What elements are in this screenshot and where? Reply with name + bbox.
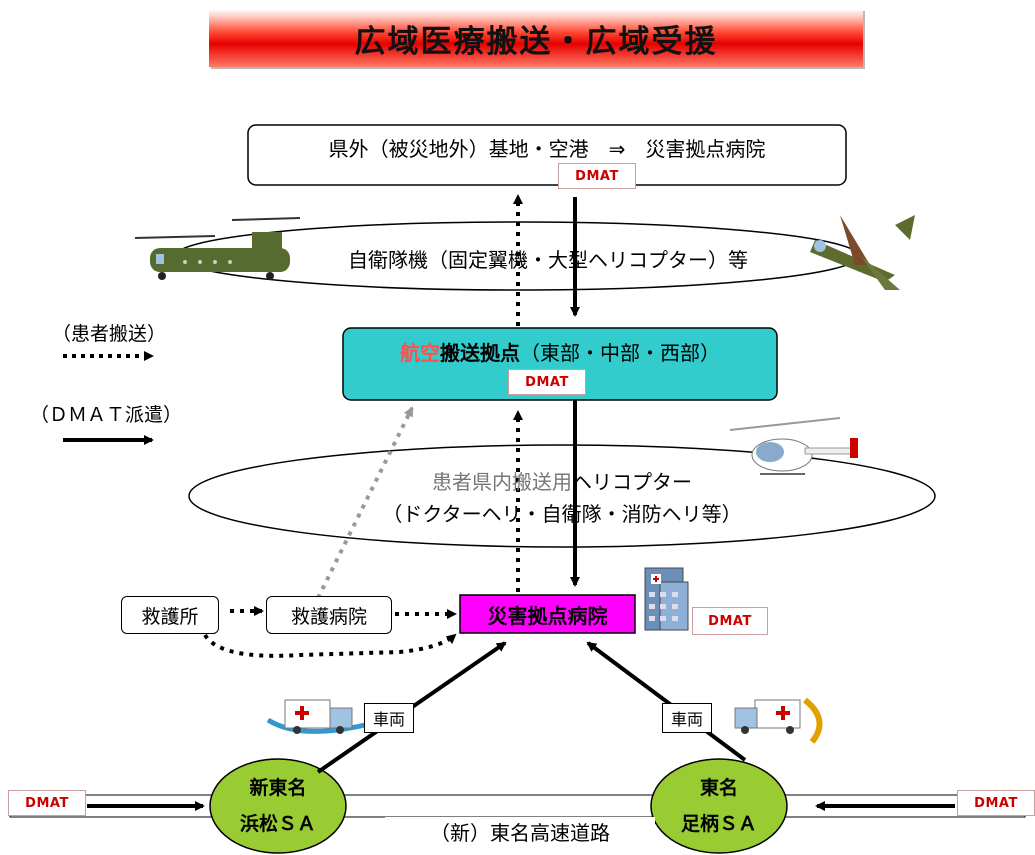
sa-right-label: 東名 足柄ＳＡ — [651, 770, 787, 842]
sa-right-line1: 東名 — [699, 777, 738, 799]
vehicle-box-right: 車両 — [662, 703, 712, 733]
sa-right-ellipse — [650, 758, 788, 854]
medical-helicopter-icon — [729, 417, 858, 475]
sa-right-line2: 足柄ＳＡ — [680, 813, 757, 835]
legend-patient-label: （患者搬送） — [52, 323, 167, 345]
vehicle-arrow-right — [586, 641, 747, 762]
military-jet-icon — [810, 215, 915, 290]
ambulance-left-icon — [266, 699, 366, 734]
rescue-hospital-box: 救護病院 — [266, 596, 392, 634]
first-aid-box: 救護所 — [121, 596, 219, 634]
destination-label: 県外（被災地外）基地・空港 ⇒ 災害拠点病院 — [328, 137, 766, 161]
highway-label: （新）東名高速道路 — [385, 817, 655, 846]
heli-label-line1: 患者県内搬送用ヘリコプター — [380, 466, 744, 495]
sa-left-line1: 新東名 — [249, 777, 307, 799]
title-banner: 広域医療搬送・広域受援 — [209, 9, 863, 67]
sa-left-line2: 浜松ＳＡ — [239, 813, 316, 835]
vehicle-box-left: 車両 — [364, 703, 414, 733]
page-title: 広域医療搬送・広域受援 — [354, 23, 718, 60]
hub-label: 航空搬送拠点（東部・中部・西部） — [343, 337, 777, 366]
dmat-badge-hub: DMAT — [508, 369, 586, 395]
patient-arrow-curve — [203, 633, 457, 658]
heli-label-gray: 患者県内搬送用 — [432, 470, 572, 494]
heli-label-line2: （ドクターヘリ・自衛隊・消防ヘリ等） — [382, 502, 742, 526]
legend-dmat-label: （ＤＭＡＴ派遣） — [30, 404, 183, 426]
hub-box — [342, 327, 778, 401]
dmat-badge-highway-right: DMAT — [957, 790, 1035, 816]
hub-label-prefix: 航空 — [400, 341, 440, 365]
destination-box — [247, 124, 847, 186]
sa-left-ellipse — [209, 758, 347, 854]
ambulance-right-icon — [734, 697, 823, 744]
heli-label-black: ヘリコプター — [572, 470, 692, 494]
disaster-hospital-label: 災害拠点病院 — [487, 603, 608, 628]
hub-label-suffix: （東部・中部・西部） — [520, 341, 720, 365]
tandem-helicopter-icon — [134, 217, 301, 280]
hub-label-main: 搬送拠点 — [440, 341, 520, 365]
aircraft-label: 自衛隊機（固定翼機・大型ヘリコプター）等 — [348, 248, 748, 272]
dmat-badge-top: DMAT — [558, 163, 636, 189]
dmat-badge-highway-left: DMAT — [8, 790, 86, 816]
dmat-badge-hospital: DMAT — [692, 607, 768, 635]
disaster-hospital-box — [459, 594, 636, 634]
sa-left-label: 新東名 浜松ＳＡ — [210, 770, 346, 842]
heli-ellipse — [188, 444, 936, 548]
hospital-building-icon — [644, 567, 689, 631]
